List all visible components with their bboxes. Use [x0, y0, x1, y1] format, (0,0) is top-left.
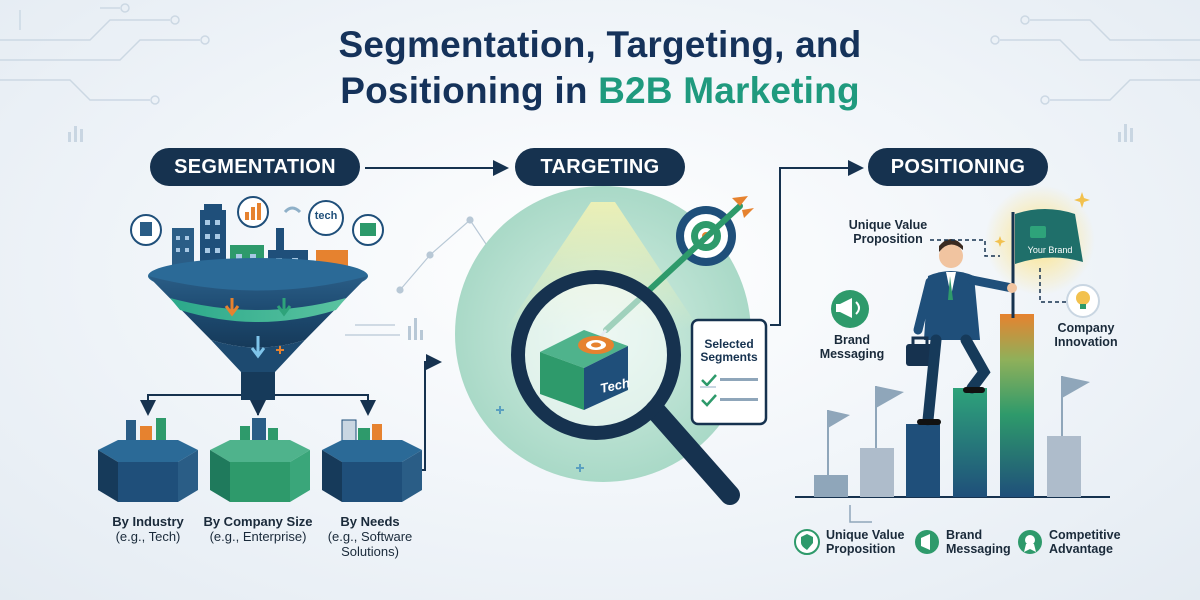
checklist-title-line-2: Segments	[700, 350, 758, 364]
callout-brand-messaging: Brand Messaging	[812, 333, 892, 361]
segment-name: By Company Size	[203, 514, 313, 529]
circuit-decoration-left	[0, 3, 210, 105]
stage-targeting: TARGETING	[515, 148, 685, 186]
segment-box-industry	[98, 418, 198, 502]
checklist-title: Selected Segments	[694, 338, 764, 364]
legend-icons	[794, 529, 1042, 555]
segment-label-needs: By Needs (e.g., Software Solutions)	[312, 514, 428, 559]
callout-innovation-line-1: Company	[1057, 321, 1115, 335]
callout-brand-line-1: Brand	[833, 333, 871, 347]
funnel-icons	[130, 196, 384, 246]
mini-bars-center	[408, 318, 423, 340]
legend-line-1: Unique Value	[826, 528, 905, 542]
small-flags	[827, 376, 1090, 475]
bar-2	[860, 448, 894, 497]
segment-example-cont: Solutions)	[341, 544, 399, 559]
stage-segmentation: SEGMENTATION	[150, 148, 360, 186]
segment-name: By Needs	[340, 514, 400, 529]
legend-brand-messaging: Brand Messaging	[946, 528, 1026, 556]
legend-line-2: Proposition	[826, 542, 896, 556]
tech-box-icon	[540, 330, 628, 410]
bar-6	[1047, 436, 1081, 497]
legend-line-2: Advantage	[1049, 542, 1113, 556]
segment-example: (e.g., Software	[327, 529, 413, 544]
circuit-decoration-right	[990, 15, 1200, 105]
segmentation-funnel	[148, 204, 368, 400]
positioning-scene	[795, 185, 1110, 523]
segment-label-industry: By Industry (e.g., Tech)	[88, 514, 208, 544]
callout-uvp: Unique Value Proposition	[838, 218, 938, 246]
legend-competitive-advantage: Competitive Advantage	[1049, 528, 1129, 556]
bar-4	[953, 388, 987, 497]
page-title: Segmentation, Targeting, and Positioning…	[0, 22, 1200, 114]
segment-example: (e.g., Enterprise)	[209, 529, 307, 544]
segment-box-needs	[322, 419, 422, 502]
legend-line-1: Brand	[946, 528, 983, 542]
segment-example: (e.g., Tech)	[115, 529, 181, 544]
segment-box-company-size	[210, 418, 310, 502]
segment-name: By Industry	[112, 514, 184, 529]
mini-bar-decorations	[68, 124, 1133, 142]
segment-label-company-size: By Company Size (e.g., Enterprise)	[196, 514, 320, 544]
callout-company-innovation: Company Innovation	[1046, 321, 1126, 349]
targeting-scene	[455, 186, 768, 505]
stage-positioning: POSITIONING	[868, 148, 1048, 186]
callout-uvp-line-1: Unique Value	[848, 218, 928, 232]
sparkle-icon-small	[994, 236, 1006, 247]
title-accent: B2B Marketing	[598, 70, 860, 111]
flag-brand-text: Your Brand	[1027, 245, 1073, 255]
callout-brand-line-2: Messaging	[819, 347, 885, 361]
title-line-1: Segmentation, Targeting, and	[338, 24, 862, 65]
legend-uvp: Unique Value Proposition	[826, 528, 916, 556]
callout-uvp-line-2: Proposition	[853, 232, 923, 246]
lightbulb-icon	[1066, 284, 1100, 318]
callout-innovation-line-2: Innovation	[1054, 335, 1118, 349]
selected-segments-card	[690, 318, 768, 426]
funnel-tech-tag: tech	[314, 210, 338, 222]
businessman-icon	[906, 239, 1017, 426]
sparkle-icon	[1074, 192, 1090, 208]
funnel-output-arrows	[140, 394, 376, 416]
megaphone-icon	[831, 290, 869, 328]
legend-line-1: Competitive	[1049, 528, 1121, 542]
legend-line-2: Messaging	[946, 542, 1011, 556]
bar-5-highlight	[1000, 314, 1034, 497]
brand-flag	[1015, 209, 1083, 264]
title-line-2: Positioning in	[340, 70, 599, 111]
checklist-title-line-1: Selected	[704, 337, 754, 351]
arrow-target-to-position	[770, 160, 864, 326]
bar-3	[906, 424, 940, 497]
bar-1	[814, 475, 848, 497]
